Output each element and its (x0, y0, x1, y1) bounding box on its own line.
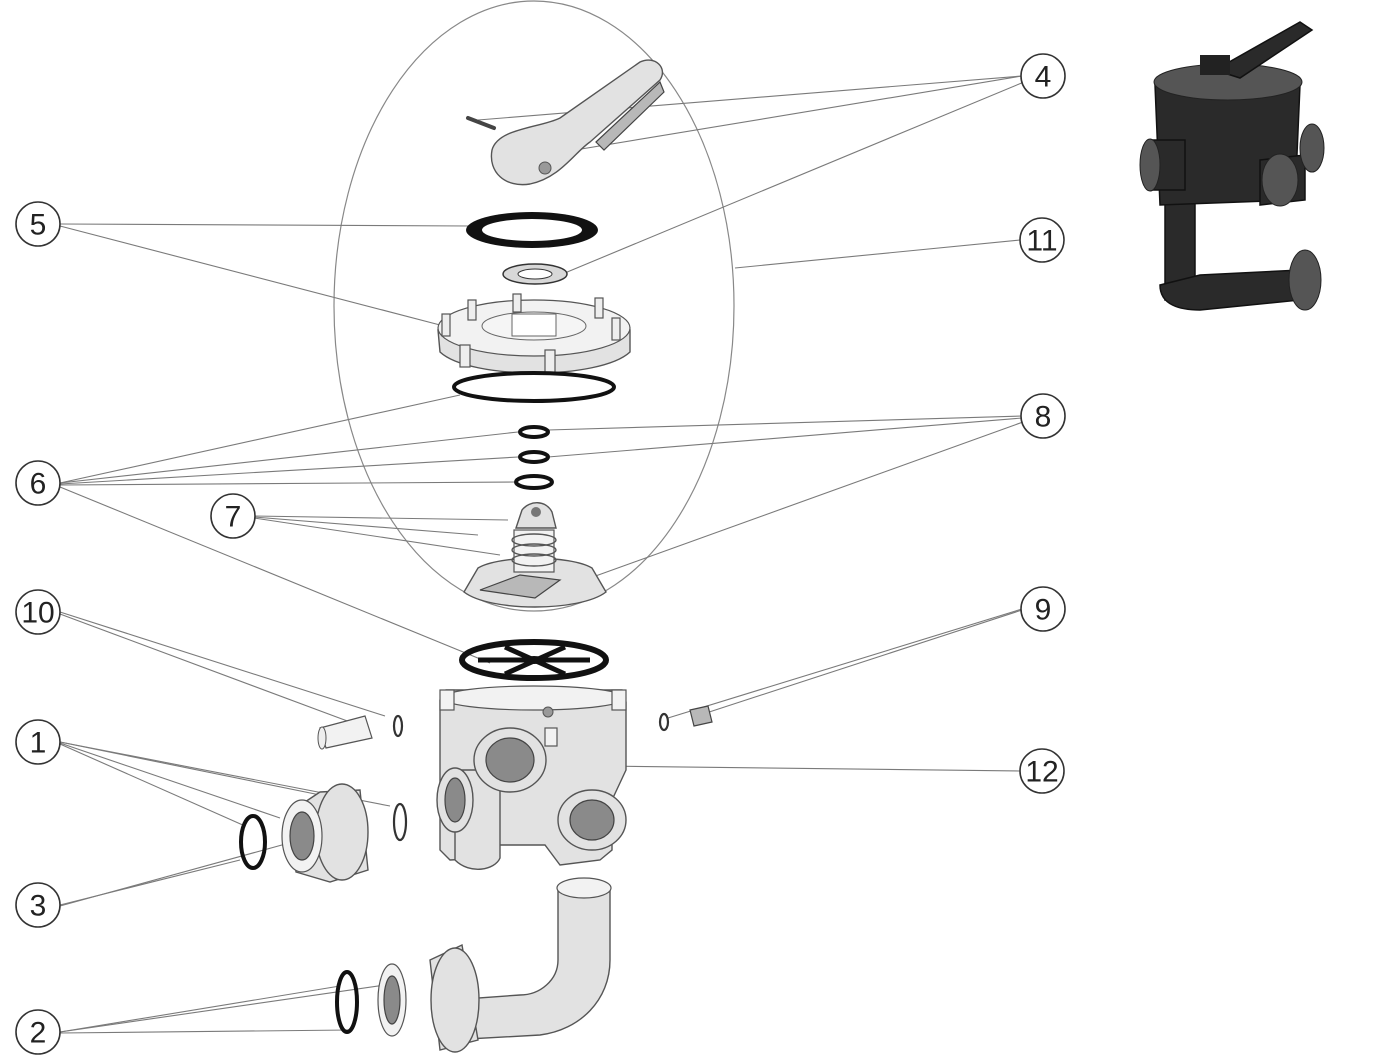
rotor-spindle (463, 502, 607, 608)
callout-9: 9 (1020, 586, 1066, 632)
callout-3: 3 (15, 882, 61, 928)
callout-label-12: 12 (1025, 756, 1058, 789)
callout-label-2: 2 (30, 1017, 47, 1050)
callout-4: 4 (1020, 53, 1066, 99)
callout-label-3: 3 (30, 890, 47, 923)
o-ring-large (452, 371, 616, 403)
callout-12: 12 (1019, 748, 1065, 794)
o-ring-small-b (518, 450, 550, 464)
drain-plug-10 (317, 714, 404, 750)
callout-label-5: 5 (30, 209, 47, 242)
handle-lever (466, 59, 665, 186)
callout-6: 6 (15, 460, 61, 506)
valve-cover (437, 293, 631, 375)
callout-10: 10 (15, 589, 61, 635)
assembled-valve-photo (1139, 21, 1325, 311)
callout-label-6: 6 (30, 468, 47, 501)
callout-label-8: 8 (1035, 401, 1052, 434)
callout-1: 1 (15, 719, 61, 765)
callout-label-7: 7 (225, 501, 242, 534)
callout-label-10: 10 (21, 597, 54, 630)
callout-label-1: 1 (30, 727, 47, 760)
star-gasket (459, 639, 609, 681)
head-assembly-ellipse (333, 0, 735, 612)
washer-small (502, 263, 568, 285)
callout-label-9: 9 (1035, 594, 1052, 627)
callout-11: 11 (1019, 217, 1065, 263)
callout-2: 2 (15, 1009, 61, 1055)
o-ring-small-a (518, 425, 550, 439)
callout-8: 8 (1020, 393, 1066, 439)
leader-lines (59, 75, 1025, 1034)
callout-label-11: 11 (1026, 225, 1057, 258)
callout-label-4: 4 (1035, 61, 1052, 94)
plug-9 (658, 705, 713, 732)
valve-body (436, 685, 627, 870)
callout-7: 7 (210, 493, 256, 539)
elbow-pipe-union-2 (335, 877, 612, 1053)
o-ring-small-c (514, 474, 554, 490)
union-fitting-1 (239, 783, 408, 883)
flat-gasket-black (466, 212, 598, 248)
callout-5: 5 (15, 201, 61, 247)
